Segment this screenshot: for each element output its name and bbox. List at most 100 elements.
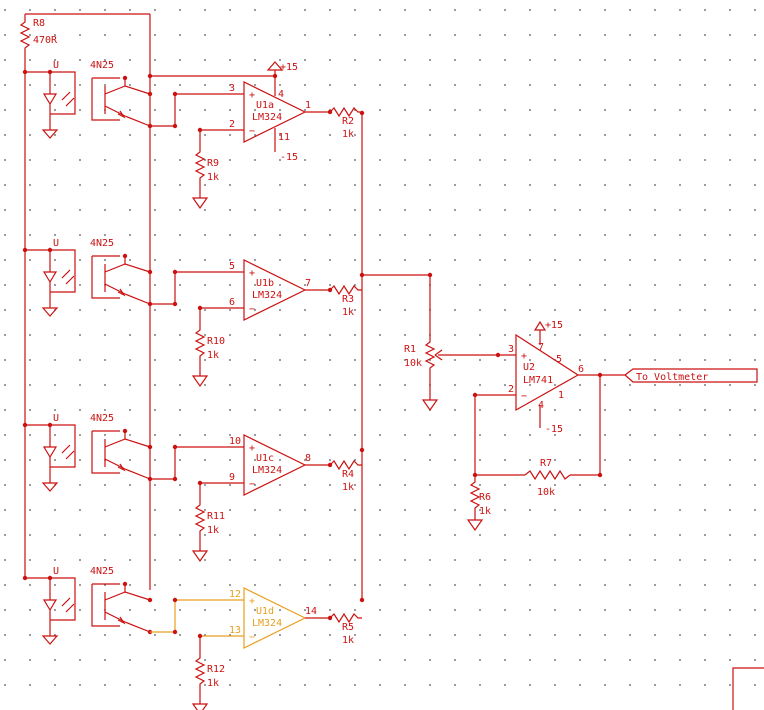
r-out-value-2: 1k [342,307,354,318]
r-out-value-1: 1k [342,129,354,140]
u2-pin-b: 1 [558,390,564,401]
opamp-part-4: LM324 [252,618,282,629]
u2-opamp[interactable]: + − U2 LM741 3 2 6 7 4 5 1 +15 -15 [498,320,600,435]
optocoupler-2[interactable]: 4N25 [90,238,153,307]
svg-text:+: + [249,268,255,279]
led-3[interactable]: U [25,413,76,492]
u2-vee: -15 [545,424,563,435]
opamp-ref-1: U1a [256,100,274,111]
svg-text:−: − [249,632,255,643]
r-gnd-value-1: 1k [207,172,219,183]
svg-text:−: − [249,304,255,315]
r-out-ref-3: R4 [342,469,354,480]
opamp-pin-vcc-1: 4 [278,89,284,100]
opamp-part-3: LM324 [252,465,282,476]
r-gnd-ref-4: R12 [207,664,225,675]
r8-ref: R8 [33,18,45,29]
opamp-pin-minus-2: 6 [229,297,235,308]
opamp-pin-plus-4: 12 [229,589,241,600]
r-out-value-3: 1k [342,482,354,493]
opamp-pin-out-2: 7 [305,278,311,289]
opamp-pin-minus-4: 13 [229,625,241,636]
r1-value: 10k [404,358,422,369]
led-2[interactable]: U [25,238,76,317]
u2-pin-vcc: 7 [538,342,544,353]
r6-value: 1k [479,506,491,517]
svg-text:+: + [249,596,255,607]
r1-ref: R1 [404,344,416,355]
svg-text:−: − [249,126,255,137]
r6-ref: R6 [479,492,491,503]
opamp-part-1: LM324 [252,112,282,123]
r-out-ref-1: R2 [342,116,354,127]
optocoupler-1[interactable]: 4N25 [90,60,153,129]
r-gnd-value-3: 1k [207,525,219,536]
led-1[interactable]: U [25,60,76,139]
r-out-value-4: 1k [342,635,354,646]
opamp-ref-2: U1b [256,278,274,289]
opamp-ref-4: U1d [256,606,274,617]
to-voltmeter-label: To Voltmeter [636,372,708,383]
r-gnd-value-4: 1k [207,678,219,689]
opamp-vcc-1: +15 [280,62,298,73]
u2-vcc: +15 [545,320,563,331]
coupler-label-1: 4N25 [90,60,114,71]
svg-text:+: + [249,90,255,101]
svg-text:−: − [521,391,527,402]
r-gnd-ref-1: R9 [207,158,219,169]
svg-text:−: − [249,479,255,490]
led-label-3: U [53,413,59,424]
led-4[interactable]: U [25,566,76,645]
r-out-ref-4: R5 [342,622,354,633]
opamp-pin-out-1: 1 [305,100,311,111]
u2-pin-a: 5 [556,354,562,365]
r7-ref: R7 [540,458,552,469]
r8-value: 470R [33,35,58,46]
u2-pin-plus: 3 [508,344,514,355]
r6-resistor[interactable]: R6 1k [466,475,491,532]
u2-pin-vee: 4 [538,400,544,411]
to-voltmeter-port[interactable]: To Voltmeter [600,368,758,383]
opamp-pin-plus-3: 10 [229,436,241,447]
opamp-pin-plus-1: 3 [229,83,235,94]
grid-dots [4,9,756,686]
opamp-vee-1: -15 [280,152,298,163]
r-gnd-ref-3: R11 [207,511,225,522]
u2-part: LM741 [523,375,553,386]
svg-text:+: + [521,351,527,362]
r1-potentiometer[interactable]: R1 10k [404,336,498,412]
led-label-1: U [53,60,59,71]
frame-corner [732,667,764,710]
opamp-ref-3: U1c [256,453,274,464]
optocoupler-4[interactable]: 4N25 [90,566,153,635]
opamp-pin-out-4: 14 [305,606,317,617]
r-gnd-ref-2: R10 [207,336,225,347]
r8-resistor[interactable]: R8 470R [19,13,150,72]
led-label-2: U [53,238,59,249]
opamp-pin-minus-3: 9 [229,472,235,483]
led-label-4: U [53,566,59,577]
u2-pin-out: 6 [578,364,584,375]
opamp-pin-vee-1: 11 [278,132,290,143]
feedback-wire [474,375,601,476]
u2-pin-minus: 2 [508,384,514,395]
coupler-label-2: 4N25 [90,238,114,249]
r7-resistor[interactable]: R7 10k [524,458,571,498]
optocoupler-3[interactable]: 4N25 [90,413,153,482]
